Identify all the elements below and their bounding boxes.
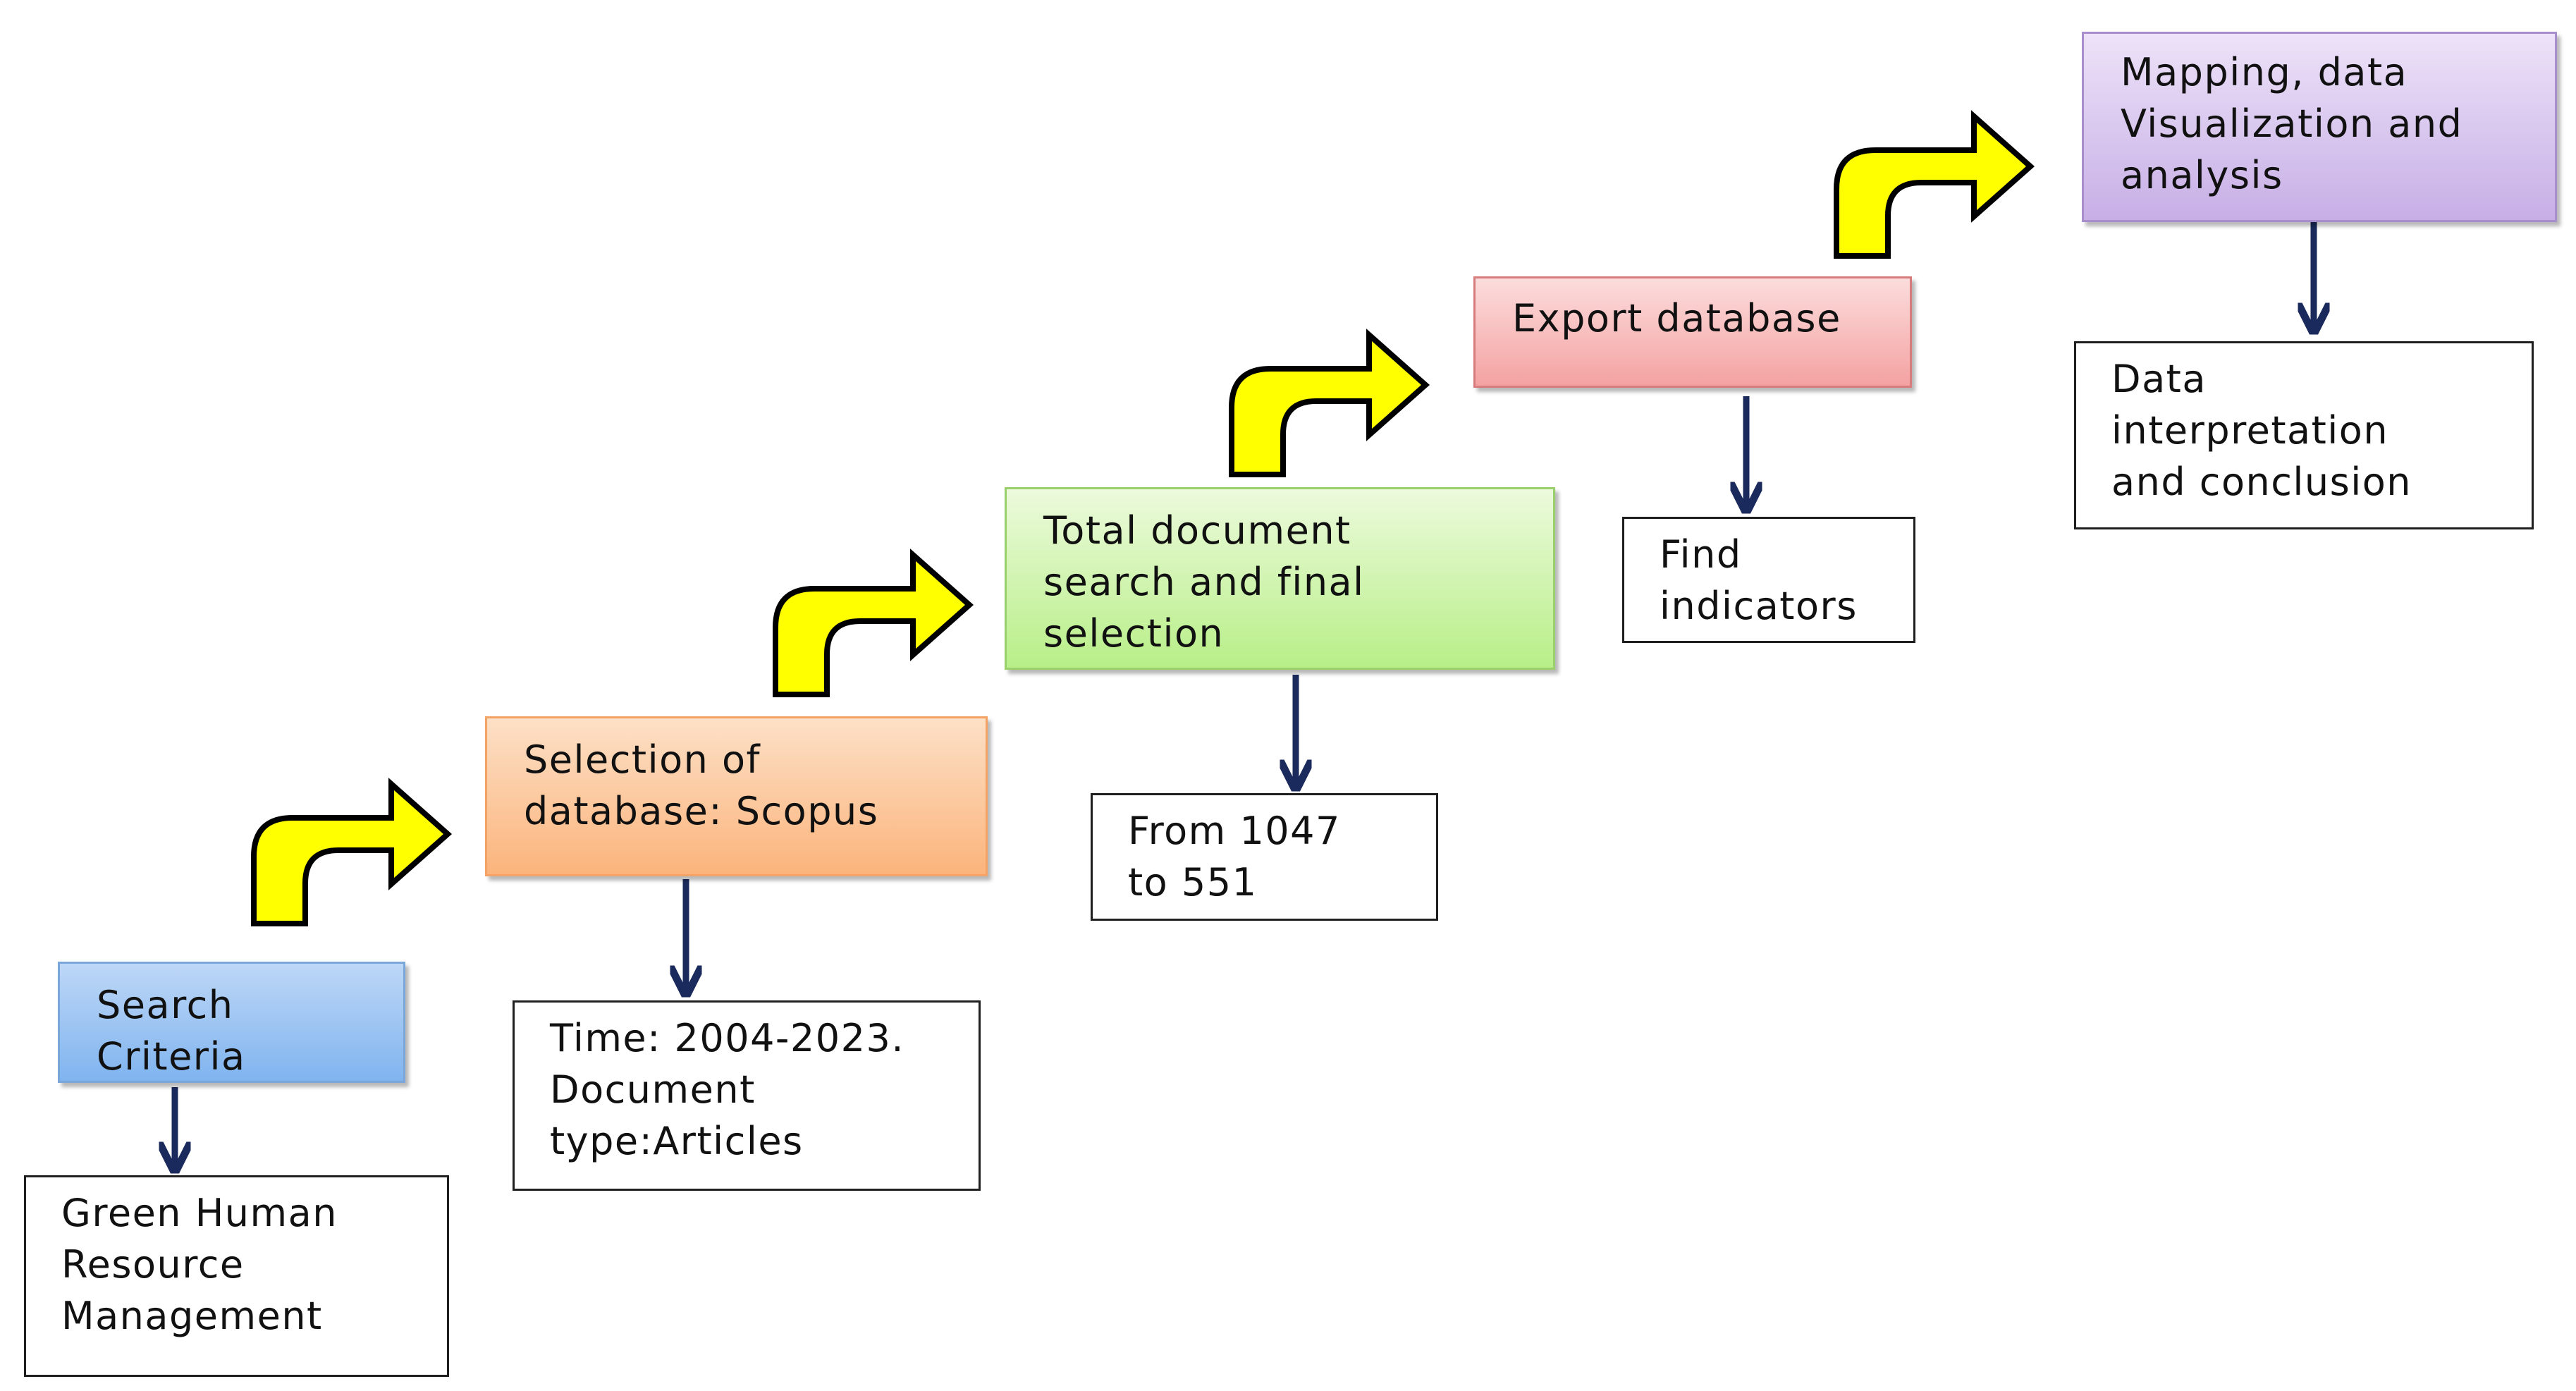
detail-time-and-type: Time: 2004-2023. Document type:Articles: [513, 1000, 981, 1191]
stage-label-line: Selection of: [524, 737, 761, 782]
detail-interpretation: Data interpretation and conclusion: [2074, 341, 2534, 529]
detail-text-line: Green Human: [61, 1191, 338, 1235]
stage-label-line: Mapping, data: [2121, 50, 2408, 94]
stage-export-database: Export database: [1473, 276, 1912, 388]
detail-text-line: indicators: [1660, 584, 1858, 628]
detail-search-term: Green Human Resource Management: [24, 1175, 449, 1377]
detail-text-line: and conclusion: [2111, 460, 2412, 504]
bent-arrow-icon: [1834, 110, 2035, 259]
detail-document-count: From 1047 to 551: [1091, 793, 1438, 921]
detail-text-line: type:Articles: [550, 1119, 804, 1163]
stage-label-line: search and final: [1043, 560, 1365, 604]
detail-text-line: Document: [550, 1067, 756, 1112]
stage-label-line: Total document: [1043, 508, 1351, 553]
stage-label-line: Criteria: [97, 1034, 246, 1079]
detail-text-line: Time: 2004-2023.: [550, 1016, 905, 1060]
stage-label-line: Export database: [1512, 296, 1841, 341]
detail-text-line: From 1047: [1128, 809, 1341, 853]
detail-text-line: interpretation: [2111, 408, 2389, 453]
detail-text-line: Resource: [61, 1242, 245, 1287]
bent-arrow-icon: [251, 778, 453, 926]
stage-label-line: Search: [97, 983, 234, 1027]
bent-arrow-icon: [773, 549, 974, 697]
detail-text-line: Data: [2111, 357, 2207, 401]
stage-label-line: database: Scopus: [524, 789, 879, 833]
detail-text-line: to 551: [1128, 860, 1258, 905]
stage-label-line: Visualization and: [2121, 102, 2463, 146]
stage-mapping-visualization: Mapping, data Visualization and analysis: [2082, 32, 2557, 222]
stage-label-line: selection: [1043, 611, 1225, 656]
bent-arrow-icon: [1229, 329, 1430, 477]
detail-text-line: Find: [1660, 532, 1742, 577]
stage-search-criteria: Search Criteria: [58, 962, 405, 1083]
stage-label-line: analysis: [2121, 153, 2283, 197]
detail-text-line: Management: [61, 1294, 323, 1338]
stage-document-selection: Total document search and final selectio…: [1005, 487, 1555, 670]
stage-database-selection: Selection of database: Scopus: [485, 716, 988, 876]
detail-find-indicators: Find indicators: [1622, 517, 1915, 643]
